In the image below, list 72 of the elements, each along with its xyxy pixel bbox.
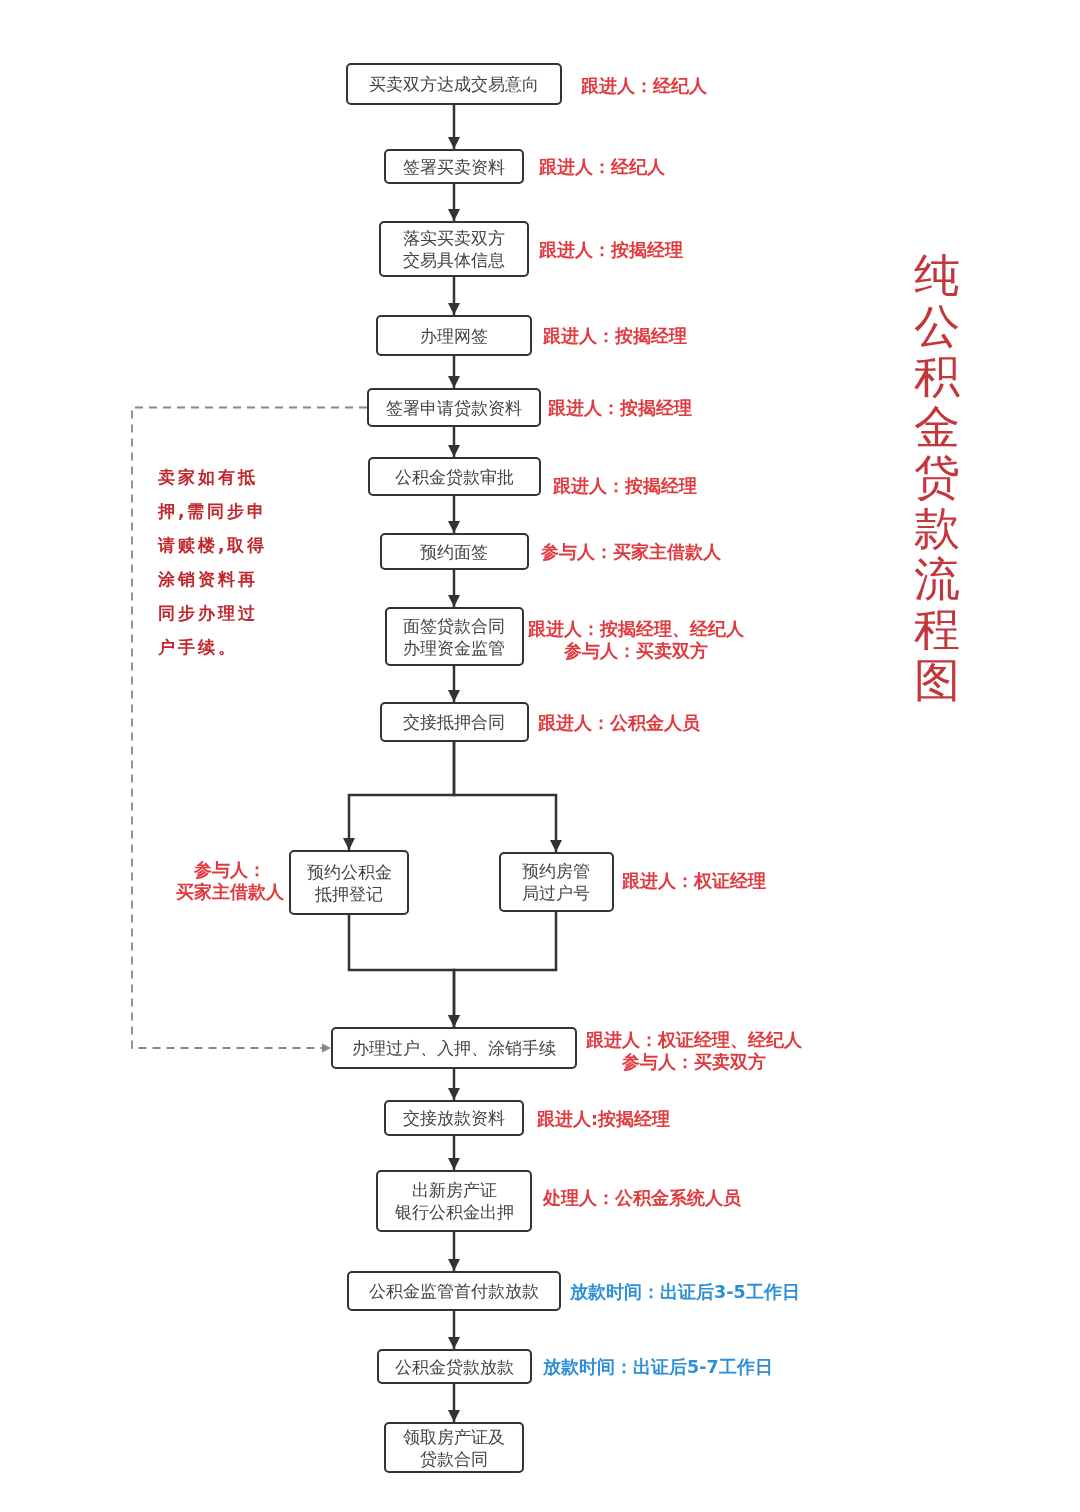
note-text: 卖家如有抵押,需同步申请赎楼,取得涂销资料再同步办理过户手续。 [158, 466, 268, 659]
process-box [384, 149, 524, 184]
process-box [376, 1349, 532, 1384]
step-text: 交接抵押合同 [403, 711, 505, 733]
step-text: 签署买卖资料 [403, 155, 505, 178]
assignee-label: 跟进人：按揭经理 [548, 397, 692, 419]
process-box [289, 850, 409, 915]
arrow [447, 277, 461, 315]
step-text: 银行公积金出押 [394, 1201, 514, 1223]
process-box [379, 702, 529, 742]
process-box [346, 63, 562, 105]
diagram-title: 纯公积金贷款流程图 [914, 250, 960, 706]
step-text: 面签贷款合同 [403, 614, 505, 637]
process-box [376, 1170, 532, 1232]
arrow [447, 1136, 461, 1170]
process-box [384, 1422, 524, 1473]
assignee-label: 跟进人：经纪人 [539, 156, 665, 178]
assignee-label: 跟进人：按揭经理 [543, 325, 687, 347]
arrow [447, 496, 461, 533]
step-text: 办理资金监管 [403, 636, 505, 659]
arrow [447, 105, 461, 149]
step-text: 办理网签 [420, 324, 488, 347]
arrow [447, 356, 461, 388]
arrow [452, 742, 563, 852]
step-text: 公积金监管首付款放款 [369, 1280, 539, 1302]
step-text: 公积金贷款审批 [394, 465, 514, 488]
step-text: 预约房管局过户号 [521, 860, 591, 904]
process-box [379, 533, 529, 570]
assignee-label: 跟进人：经纪人 [581, 75, 707, 97]
arrow [447, 1311, 461, 1349]
step-text: 交接放款资料 [403, 1107, 505, 1129]
payout-time-label: 放款时间：出证后3-5工作日 [570, 1281, 800, 1303]
step-text: 买卖双方达成交易意向 [369, 73, 539, 95]
process-box [384, 1100, 524, 1136]
dashed-arrow [131, 406, 368, 1053]
process-box [379, 221, 529, 277]
arrow [447, 427, 461, 457]
process-box [347, 1271, 561, 1311]
step-text: 预约公积金抵押登记 [305, 860, 393, 905]
process-box [498, 852, 614, 912]
assignee-label: 跟进人:按揭经理 [537, 1108, 670, 1130]
step-text: 预约面签 [420, 540, 488, 563]
assignee-label: 参与人：买卖双方 [563, 640, 709, 662]
assignee-label: 参与人：买家主借款人 [175, 859, 285, 903]
assignee-label: 跟进人：权证经理、经纪人 [586, 1029, 802, 1051]
step-text: 公积金贷款放款 [394, 1355, 514, 1378]
step-text: 出新房产证 [411, 1179, 497, 1201]
assignee-label: 跟进人：按揭经理、经纪人 [528, 618, 744, 640]
payout-time-label: 放款时间：出证后5-7工作日 [543, 1356, 773, 1378]
assignee-label: 处理人：公积金系统人员 [543, 1187, 741, 1209]
process-box [331, 1027, 577, 1069]
process-box [376, 315, 532, 356]
process-box [367, 457, 541, 496]
assignee-label: 跟进人：权证经理 [622, 870, 766, 892]
arrow [447, 1384, 461, 1422]
arrow [447, 1069, 461, 1100]
arrow [447, 184, 461, 221]
assignee-label: 参与人：买卖双方 [621, 1051, 767, 1073]
arrow [447, 912, 558, 1027]
assignee-label: 跟进人：公积金人员 [538, 712, 700, 734]
process-box [367, 388, 541, 427]
arrow [447, 1232, 461, 1271]
assignee-label: 参与人：买家主借款人 [541, 541, 721, 563]
process-box [384, 607, 524, 666]
step-text: 落实买卖双方交易具体信息 [402, 227, 506, 271]
assignee-label: 跟进人：按揭经理 [553, 475, 697, 497]
arrow [447, 570, 461, 607]
step-text: 领取房产证及贷款合同 [402, 1425, 506, 1470]
step-text: 办理过户、入押、涂销手续 [352, 1037, 556, 1059]
assignee-label: 跟进人：按揭经理 [539, 239, 683, 261]
step-text: 签署申请贷款资料 [386, 396, 522, 419]
arrow [447, 666, 461, 702]
